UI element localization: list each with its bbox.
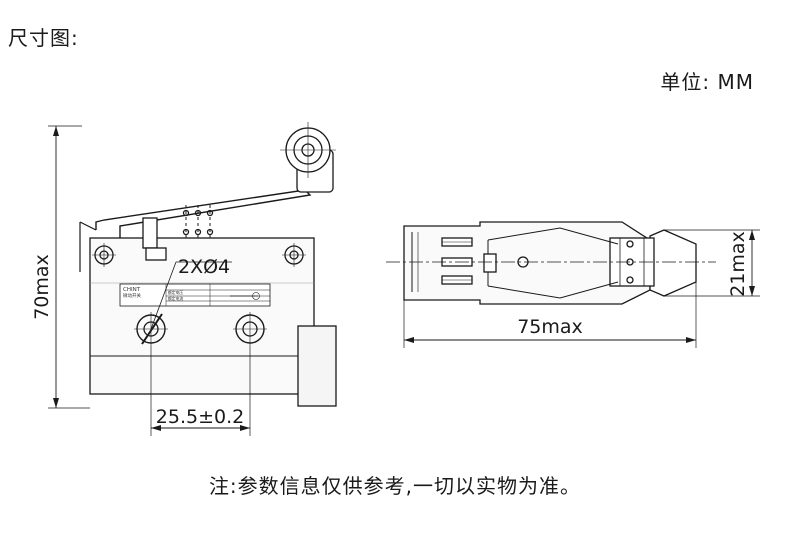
nameplate-brand: CHINT: [123, 287, 141, 293]
dim-label-25-5: 25.5±0.2: [156, 406, 244, 428]
nameplate-line-1: 微动开关: [123, 292, 141, 299]
dim-label-75max: 75max: [517, 316, 583, 338]
bottom-hole-right: [233, 312, 267, 346]
lever-arm: [95, 189, 312, 238]
side-view: [386, 221, 760, 348]
nameplate: [119, 283, 271, 307]
terminal-block: [297, 325, 337, 407]
unit-label: 单位: MM: [660, 70, 754, 94]
footer-note: 注:参数信息仅供参考,一切以实物为准。: [208, 474, 582, 498]
switch-body: [89, 237, 315, 395]
side-roller-end: [649, 229, 697, 297]
nameplate-line-2: 额定电压: [168, 290, 183, 295]
front-view: [48, 122, 337, 436]
dim-label-70max: 70max: [31, 254, 53, 320]
nameplate-line-3: 额定电流: [168, 296, 183, 301]
dim-label-21max: 21max: [727, 231, 749, 297]
plunger: [142, 217, 158, 249]
hole-label: 2XØ4: [178, 256, 230, 278]
page-title: 尺寸图:: [8, 26, 79, 50]
